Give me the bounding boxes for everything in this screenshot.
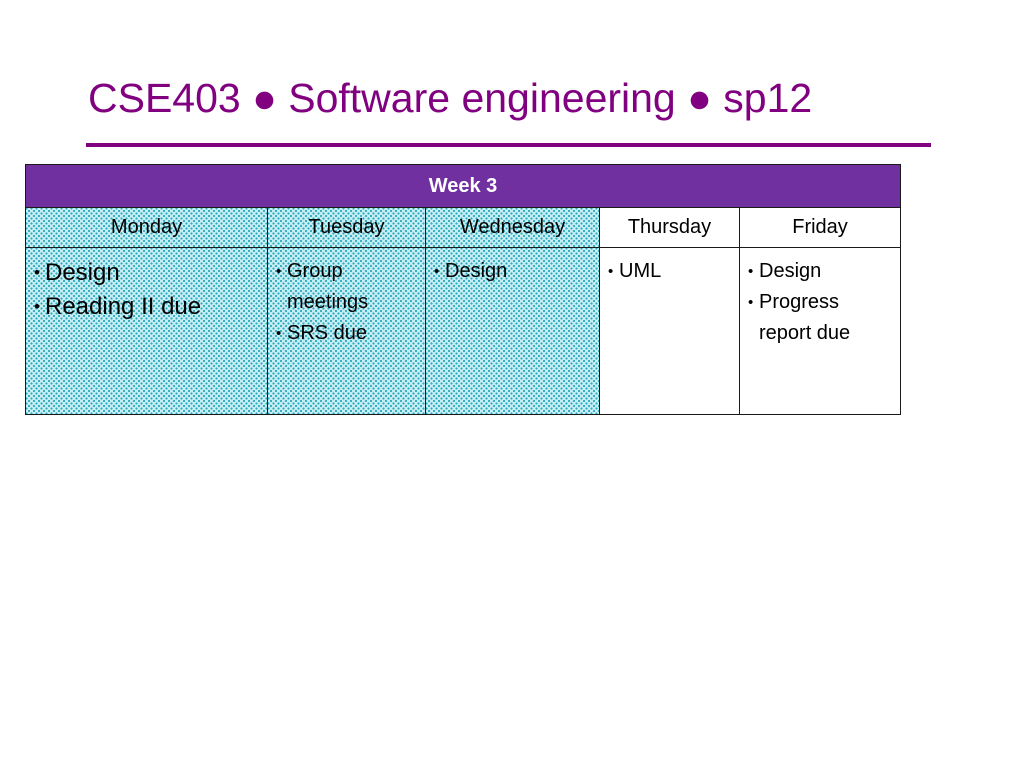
list-item: • Design — [434, 256, 595, 287]
day-cell-tuesday: • Group meetings • SRS due — [267, 247, 426, 415]
bullet-icon: • — [34, 297, 40, 316]
day-header-monday: Monday — [25, 207, 268, 248]
item-text: Design — [759, 260, 822, 282]
day-header-row: Monday Tuesday Wednesday Thursday Friday — [25, 207, 902, 248]
day-cell-friday: • Design • Progress report due — [738, 247, 902, 415]
bullet-icon: • — [434, 263, 440, 280]
list-item: • UML — [608, 256, 735, 287]
day-content-row: • Design • Reading II due • Group meetings … — [25, 247, 902, 415]
list-item: • Group meetings — [276, 256, 421, 318]
item-text: UML — [619, 260, 662, 282]
list-item: • Progress report due — [748, 287, 896, 349]
bullet-icon: • — [748, 263, 754, 280]
list-item: • SRS due — [276, 318, 421, 349]
title-underline — [86, 143, 931, 147]
week-header-row: Week 3 — [24, 164, 902, 208]
monday-items: • Design • Reading II due — [26, 248, 267, 324]
item-text: Progress report due — [759, 291, 851, 344]
bullet-icon: • — [34, 263, 40, 282]
bullet-icon: • — [748, 294, 754, 311]
week-label: Week 3 — [24, 164, 902, 208]
bullet-icon: • — [276, 263, 282, 280]
week-schedule-table: Week 3 Monday Tuesday Wednesday Thursday… — [24, 164, 902, 415]
day-cell-monday: • Design • Reading II due — [25, 247, 268, 415]
list-item: • Design — [748, 256, 896, 287]
bullet-icon: • — [608, 263, 614, 280]
list-item: • Design — [34, 256, 263, 290]
wednesday-items: • Design — [426, 248, 599, 287]
day-cell-thursday: • UML — [599, 247, 740, 415]
list-item: • Reading II due — [34, 290, 263, 324]
thursday-items: • UML — [600, 248, 739, 287]
day-header-friday: Friday — [738, 207, 902, 248]
day-header-wednesday: Wednesday — [425, 207, 600, 248]
item-text: Design — [45, 259, 120, 286]
item-text: Design — [445, 260, 508, 282]
friday-items: • Design • Progress report due — [740, 248, 900, 349]
tuesday-items: • Group meetings • SRS due — [268, 248, 425, 349]
day-header-tuesday: Tuesday — [267, 207, 426, 248]
item-text: Reading II due — [45, 293, 202, 320]
item-text: Group meetings — [287, 260, 369, 313]
slide-title: CSE403 ● Software engineering ● sp12 — [88, 75, 813, 121]
bullet-icon: • — [276, 325, 282, 342]
item-text: SRS due — [287, 322, 368, 344]
day-header-thursday: Thursday — [599, 207, 740, 248]
day-cell-wednesday: • Design — [425, 247, 600, 415]
